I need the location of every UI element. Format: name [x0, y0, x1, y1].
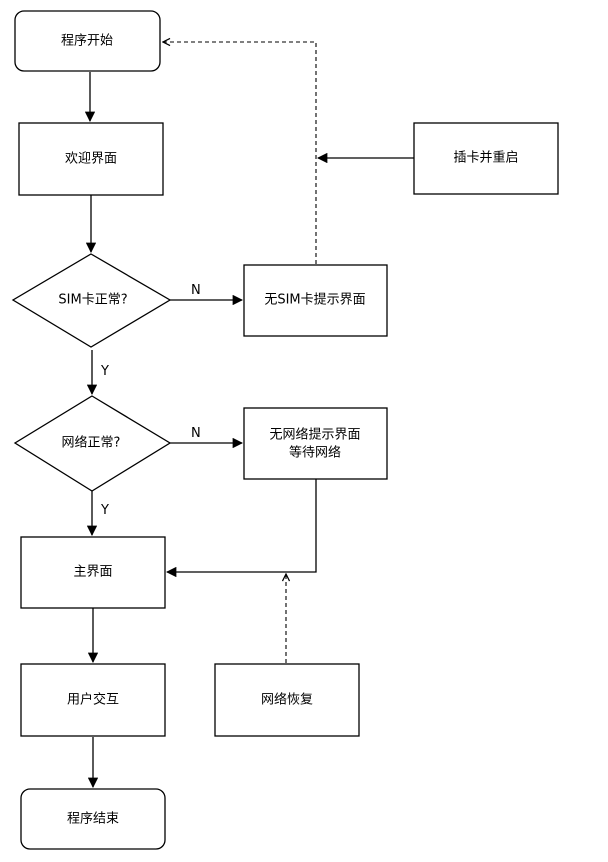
node-end-label: 程序结束	[67, 812, 119, 827]
node-no-sim-label: 无SIM卡提示界面	[264, 292, 365, 308]
node-start-label: 程序开始	[61, 34, 113, 49]
label-sim-no: N	[191, 283, 201, 298]
node-net-check: 网络正常?	[13, 395, 172, 492]
node-net-restore: 网络恢复	[214, 663, 360, 737]
node-net-restore-label: 网络恢复	[261, 692, 313, 708]
node-net-check-label: 网络正常?	[62, 435, 121, 451]
node-welcome-label: 欢迎界面	[65, 152, 117, 167]
node-no-network-label-line1: 无网络提示界面	[269, 427, 360, 443]
node-insert-restart-label: 插卡并重启	[453, 150, 518, 166]
node-start: 程序开始	[14, 10, 161, 72]
label-net-no: N	[191, 426, 201, 441]
label-sim-yes: Y	[100, 364, 109, 379]
node-main-label: 主界面	[73, 565, 112, 580]
label-net-yes: Y	[100, 503, 109, 518]
node-interact: 用户交互	[20, 663, 166, 737]
node-main: 主界面	[20, 536, 166, 609]
node-no-network-label-line2: 等待网络	[289, 445, 341, 461]
node-end: 程序结束	[20, 788, 166, 850]
node-no-sim: 无SIM卡提示界面	[243, 264, 388, 337]
node-insert-restart: 插卡并重启	[413, 122, 559, 195]
edge-no-net-to-main	[165, 479, 317, 578]
node-interact-label: 用户交互	[67, 692, 119, 708]
node-sim-check-label: SIM卡正常?	[58, 293, 127, 308]
node-welcome: 欢迎界面	[18, 122, 164, 196]
edge-no-sim-to-start	[163, 42, 317, 264]
node-sim-check: SIM卡正常?	[11, 253, 172, 348]
node-no-network: 无网络提示界面 等待网络	[243, 407, 388, 480]
